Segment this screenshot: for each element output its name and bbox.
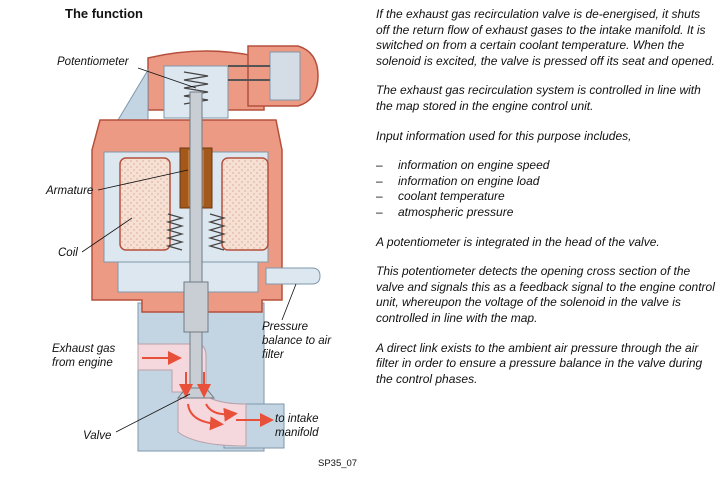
pressure-balance-port xyxy=(265,267,321,285)
leader-potentiometer xyxy=(137,67,197,89)
flow-arrow-curve-2 xyxy=(205,403,238,422)
label-valve: Valve xyxy=(83,430,112,442)
coil-right xyxy=(221,157,269,251)
label-potentiometer: Potentiometer xyxy=(57,56,129,68)
paragraph-2: The exhaust gas recirculation system is … xyxy=(376,83,701,113)
egr-valve-diagram xyxy=(81,45,321,452)
label-pressure-line-1: Pressure xyxy=(262,321,309,333)
input-list: information on engine speed information … xyxy=(376,158,716,220)
paragraph-3: Input information used for this purpose … xyxy=(376,128,632,143)
section-heading: The function xyxy=(65,6,143,21)
leader-valve xyxy=(115,393,191,433)
figure-code: SP35_07 xyxy=(318,458,358,469)
label-exhaust-gas-line-1: Exhaust gas xyxy=(52,343,116,355)
leader-pressure xyxy=(281,283,297,321)
label-exhaust-gas: Exhaust gas from engine xyxy=(52,342,115,370)
valve-stem xyxy=(189,91,203,393)
leader-coil xyxy=(81,217,133,253)
leader-armature xyxy=(97,169,189,191)
label-intake-manifold: to intake manifold xyxy=(275,412,318,440)
paragraph-1: If the exhaust gas recirculation valve i… xyxy=(376,7,715,68)
label-pressure-line-2: balance to air xyxy=(262,335,332,347)
flow-arrow-curve-1 xyxy=(187,403,224,431)
paragraph-4: A potentiometer is integrated in the hea… xyxy=(376,234,660,249)
list-item: atmospheric pressure xyxy=(376,205,716,221)
label-exhaust-gas-line-2: from engine xyxy=(52,357,113,369)
list-item: information on engine load xyxy=(376,174,716,190)
label-armature: Armature xyxy=(46,185,94,197)
label-coil: Coil xyxy=(58,247,78,259)
label-pressure-line-3: filter xyxy=(262,349,284,361)
stem-guide xyxy=(183,281,209,333)
coil-left xyxy=(119,157,171,251)
list-item: coolant temperature xyxy=(376,189,716,205)
mounting-bracket xyxy=(117,68,149,121)
connector-socket xyxy=(269,51,301,101)
return-spring-left xyxy=(165,213,185,251)
paragraph-5: This potentiometer detects the opening c… xyxy=(376,264,715,325)
list-item: information on engine speed xyxy=(376,158,716,174)
paragraph-6: A direct link exists to the ambient air … xyxy=(376,340,703,386)
label-intake-line-2: manifold xyxy=(275,427,319,439)
label-pressure-balance: Pressure balance to air filter xyxy=(262,320,331,362)
label-intake-line-1: to intake xyxy=(275,413,319,425)
return-spring-right xyxy=(207,213,227,251)
description-text: If the exhaust gas recirculation valve i… xyxy=(376,7,716,401)
